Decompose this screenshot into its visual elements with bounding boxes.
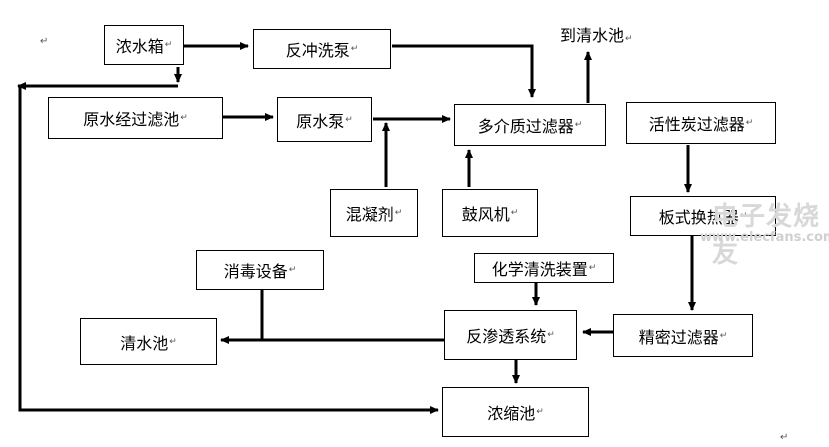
- concentrate-tank-label: 浓水箱: [115, 37, 164, 56]
- raw-water-pump-box: 原水泵↵: [277, 97, 372, 142]
- reverse-osmosis-system-box: 反渗透系统↵: [444, 310, 577, 360]
- plate-heat-exchanger-box: 板式换热器↵: [630, 196, 776, 236]
- concentrate-tank-box: 浓水箱↵: [104, 25, 184, 65]
- blower-box: 鼓风机↵: [442, 189, 538, 237]
- coagulant-label: 混凝剂: [345, 205, 394, 224]
- watermark-url: www.elecfans.com: [700, 230, 829, 245]
- chemical-cleaning-device-box: 化学清洗装置↵: [474, 253, 614, 283]
- disinfection-equipment-label: 消毒设备: [223, 262, 288, 281]
- precision-filter-label: 精密过滤器: [638, 327, 719, 347]
- concentrate-pool-label: 浓缩池: [487, 404, 536, 423]
- reverse-osmosis-system-label: 反渗透系统: [466, 327, 547, 346]
- multimedia-filter-label: 多介质过滤器: [477, 117, 574, 136]
- clean-water-tank-box: 清水池↵: [80, 318, 217, 365]
- paragraph-mark-bottom-right: ↵: [780, 432, 789, 443]
- raw-water-filter-tank-label: 原水经过滤池: [83, 110, 180, 129]
- activated-carbon-filter-box: 活性炭过滤器↵: [626, 102, 776, 144]
- raw-water-pump-label: 原水泵: [296, 111, 345, 131]
- to-clean-water-tank-label: 到清水池↵: [560, 26, 633, 45]
- plate-heat-exchanger-label: 板式换热器: [658, 208, 739, 227]
- multimedia-filter-box: 多介质过滤器↵: [454, 104, 606, 146]
- arrow-backwash-pump-to-multimedia-filter: [392, 44, 536, 98]
- coagulant-box: 混凝剂↵: [330, 189, 418, 237]
- concentrate-pool-box: 浓缩池↵: [442, 387, 589, 437]
- arrow-left-return-line: [18, 84, 439, 414]
- backwash-pump-label: 反冲洗泵: [285, 41, 350, 60]
- paragraph-mark-top-left: ↵: [40, 36, 49, 47]
- clean-water-tank-label: 清水池: [120, 333, 169, 353]
- backwash-pump-box: 反冲洗泵↵: [253, 29, 391, 69]
- disinfection-equipment-box: 消毒设备↵: [196, 250, 324, 290]
- raw-water-filter-tank-box: 原水经过滤池↵: [48, 97, 223, 139]
- watermark-logo-text: 电子发烧友: [712, 202, 821, 269]
- activated-carbon-filter-label: 活性炭过滤器: [648, 115, 745, 134]
- blower-label: 鼓风机: [461, 205, 510, 224]
- precision-filter-box: 精密过滤器↵: [613, 314, 753, 357]
- chemical-cleaning-device-label: 化学清洗装置: [491, 260, 588, 279]
